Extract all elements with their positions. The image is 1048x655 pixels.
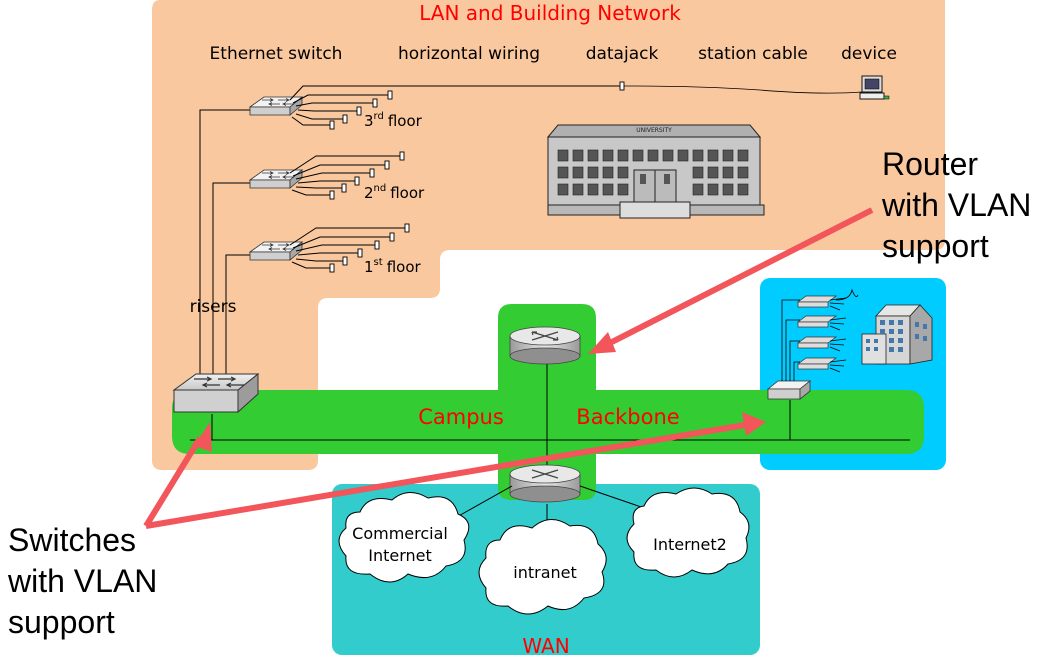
- switch-callout-line-1: Switches: [8, 522, 136, 558]
- label-horizontal-wiring: horizontal wiring: [398, 44, 540, 64]
- router-callout-line-2: with VLAN: [881, 187, 1031, 223]
- computer-icon: [859, 75, 890, 100]
- station-cable: [623, 85, 863, 94]
- core-switch-icon: [172, 372, 260, 414]
- cloud-internet2: [626, 487, 750, 578]
- router-callout-arrow: [588, 207, 874, 354]
- horizontal-wiring-1: [289, 227, 405, 269]
- switch-callout-arrow-right: [145, 412, 766, 529]
- horizontal-wiring-3: [289, 85, 620, 126]
- university-building-icon: [546, 124, 765, 219]
- lan-region: [152, 0, 945, 470]
- cloud-intranet: [478, 519, 607, 615]
- label-campus: Campus: [418, 405, 504, 429]
- switch-callout-arrow-left: [143, 422, 212, 528]
- campus-backbone: [172, 304, 924, 500]
- remote-risers: [781, 288, 859, 381]
- router-callout-line-3: support: [882, 228, 989, 264]
- switch-callout-line-3: support: [8, 604, 115, 640]
- label-ethernet-switch: Ethernet switch: [210, 44, 343, 64]
- lan-title: LAN and Building Network: [419, 1, 681, 25]
- label-device: device: [841, 44, 897, 64]
- label-datajack: datajack: [586, 44, 659, 64]
- cloud-label-commercial-2: Internet: [368, 546, 432, 565]
- office-buildings-icon: [861, 304, 933, 365]
- risers: [199, 109, 252, 378]
- horizontal-wiring-2: [289, 155, 400, 196]
- cloud-label-intranet: intranet: [513, 563, 577, 582]
- campus-router-icon: [509, 326, 581, 365]
- cloud-label-internet2: Internet2: [653, 535, 727, 554]
- label-backbone: Backbone: [576, 405, 679, 429]
- label-risers: risers: [190, 297, 237, 317]
- wan-title: WAN: [522, 634, 569, 655]
- cloud-label-commercial-1: Commercial: [352, 524, 448, 543]
- remote-floor-switches: [796, 295, 838, 370]
- building-sign: UNIVERSITY: [636, 127, 672, 134]
- router-callout-line-1: Router: [882, 146, 978, 182]
- cloud-commercial-internet: [338, 492, 470, 583]
- switch-callout-line-2: with VLAN: [7, 563, 157, 599]
- wan-router-icon: [509, 464, 581, 503]
- label-station-cable: station cable: [698, 44, 808, 64]
- remote-site-switch: [766, 380, 812, 400]
